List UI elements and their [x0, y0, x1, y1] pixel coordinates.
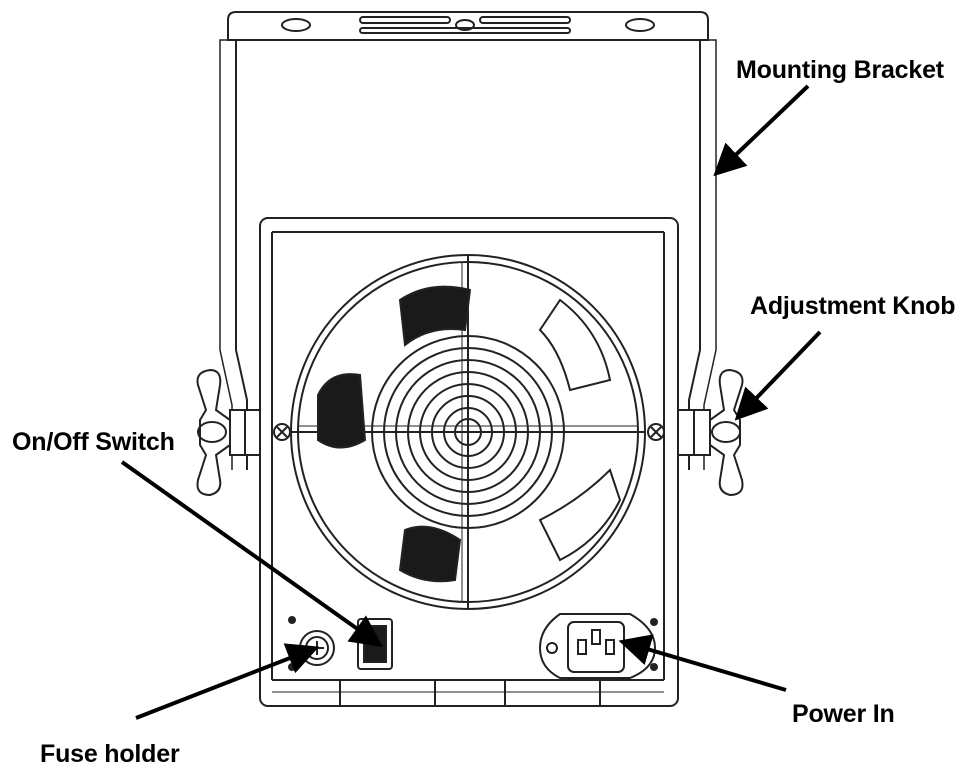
arrow-fuse-holder [135, 643, 320, 720]
fuse-holder [288, 616, 335, 671]
fan-blades [317, 285, 622, 583]
arrow-on-off-switch [120, 460, 383, 647]
label-mounting-bracket: Mounting Bracket [736, 56, 944, 84]
bracket-hole-center [455, 19, 475, 31]
bracket-hole-right [625, 18, 655, 32]
label-power-in: Power In [792, 700, 895, 728]
fan-screws [273, 423, 665, 441]
label-on-off-switch: On/Off Switch [12, 428, 175, 456]
label-adjustment-knob: Adjustment Knob [750, 292, 956, 320]
mounting-bracket [219, 11, 717, 470]
bracket-hole-left [281, 18, 311, 32]
on-off-switch [357, 618, 393, 670]
fixture-housing [259, 217, 679, 707]
arrow-adjustment-knob [734, 330, 822, 421]
bracket-slot [359, 16, 451, 24]
left-adjustment-knob [196, 368, 261, 497]
arrow-mounting-bracket [713, 84, 810, 177]
arrow-power-in [618, 634, 787, 692]
right-adjustment-knob [677, 368, 744, 497]
label-fuse-holder: Fuse holder [40, 740, 180, 768]
